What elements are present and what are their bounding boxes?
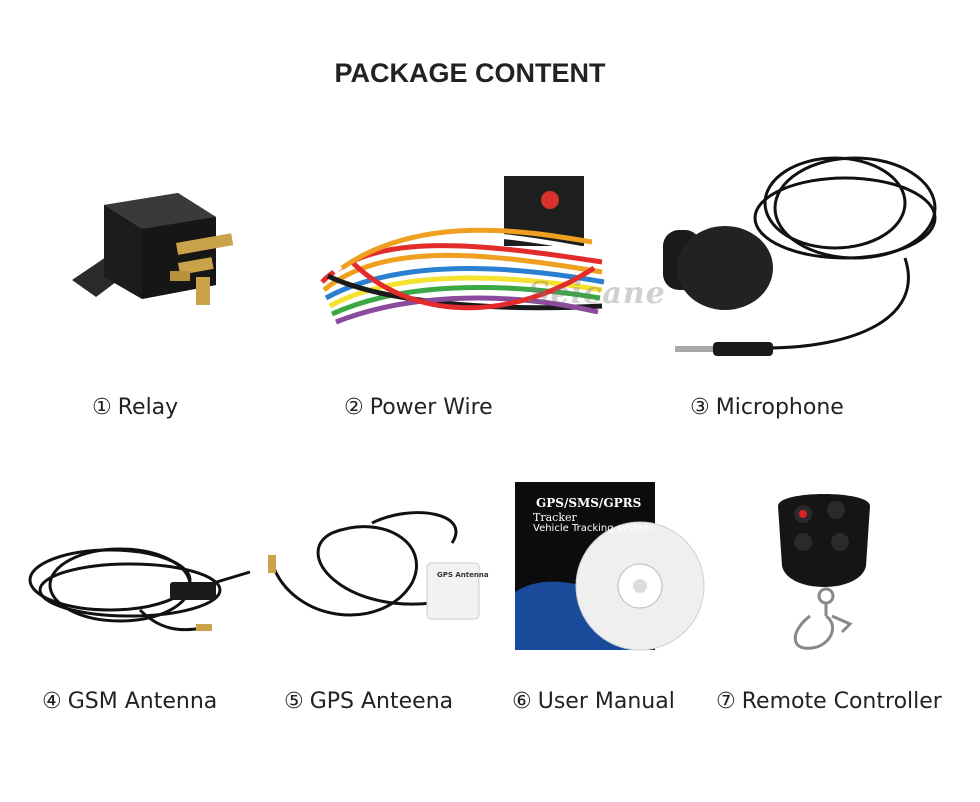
relay-image <box>72 193 234 305</box>
caption-number: ④ <box>42 689 62 714</box>
caption-number: ⑥ <box>512 689 532 714</box>
caption-label: Remote Controller <box>741 689 942 714</box>
caption-label: User Manual <box>537 689 675 714</box>
caption-label: Power Wire <box>369 395 493 420</box>
gps-antenna-image <box>268 511 480 620</box>
caption-number: ② <box>344 395 364 420</box>
gps-antenna-label: GPS Antenna <box>437 571 489 579</box>
microphone-image <box>663 156 937 356</box>
manual-title: GPS/SMS/GPRS <box>536 496 642 510</box>
caption-label: Relay <box>117 395 179 420</box>
manual-subtitle: Tracker <box>533 511 577 524</box>
power-wire-image <box>320 176 605 325</box>
caption-number: ⑦ <box>716 689 736 714</box>
gsm-antenna-image <box>28 547 251 632</box>
remote-controller-image <box>778 494 870 650</box>
caption-label: GSM Antenna <box>67 689 218 714</box>
page-title: PACKAGE CONTENT <box>334 58 606 88</box>
caption-label: GPS Anteena <box>309 689 454 714</box>
user-manual-image <box>515 482 705 651</box>
caption-number: ③ <box>690 395 710 420</box>
caption-label: Microphone <box>715 395 844 420</box>
caption-number: ⑤ <box>284 689 304 714</box>
manual-subtitle-2: Vehicle Tracking system <box>533 523 653 534</box>
caption-number: ① <box>92 395 112 420</box>
watermark-text: Seicane <box>528 276 666 311</box>
